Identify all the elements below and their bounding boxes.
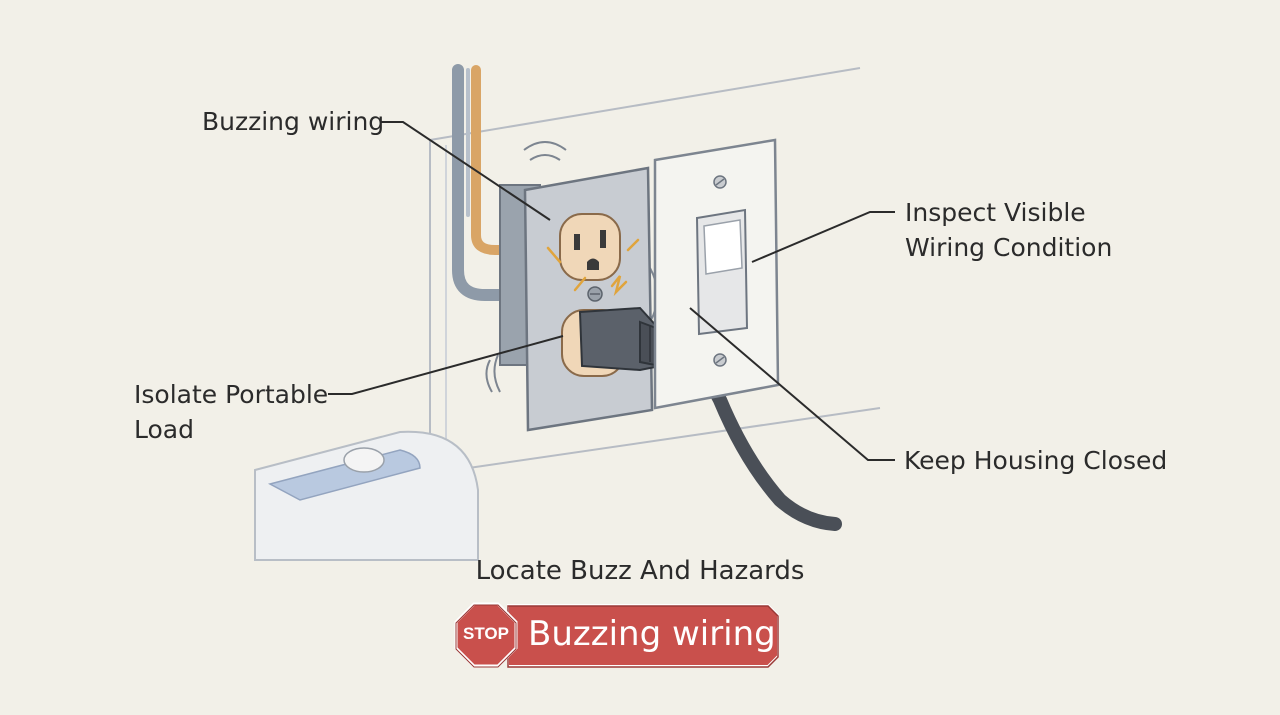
callout-inspect-wiring: Inspect Visible Wiring Condition <box>905 195 1112 265</box>
callout-isolate-line2: Load <box>134 415 194 444</box>
callout-isolate-load: Isolate Portable Load <box>134 377 328 447</box>
callout-buzzing-wiring: Buzzing wiring <box>202 104 384 139</box>
outlet-icon <box>523 166 654 432</box>
banner-label: Buzzing wiring <box>528 614 776 654</box>
conduit-pipes <box>452 64 526 301</box>
diagram-caption: Locate Buzz And Hazards <box>475 556 805 586</box>
callout-leaders <box>328 121 895 461</box>
stop-banner <box>454 602 779 668</box>
portable-appliance <box>254 430 479 561</box>
callout-keep-housing-closed: Keep Housing Closed <box>904 443 1167 478</box>
callout-isolate-line1: Isolate Portable <box>134 380 329 409</box>
callout-inspect-line1: Inspect Visible <box>905 198 1086 227</box>
stop-sign-text: STOP <box>463 624 509 643</box>
switch-icon <box>653 138 780 410</box>
callout-inspect-line2: Wiring Condition <box>905 233 1113 262</box>
wall <box>429 67 881 471</box>
callout-keep-closed-text: Keep Housing Closed <box>904 446 1168 475</box>
callout-buzzing-wiring-text: Buzzing wiring <box>202 107 385 136</box>
